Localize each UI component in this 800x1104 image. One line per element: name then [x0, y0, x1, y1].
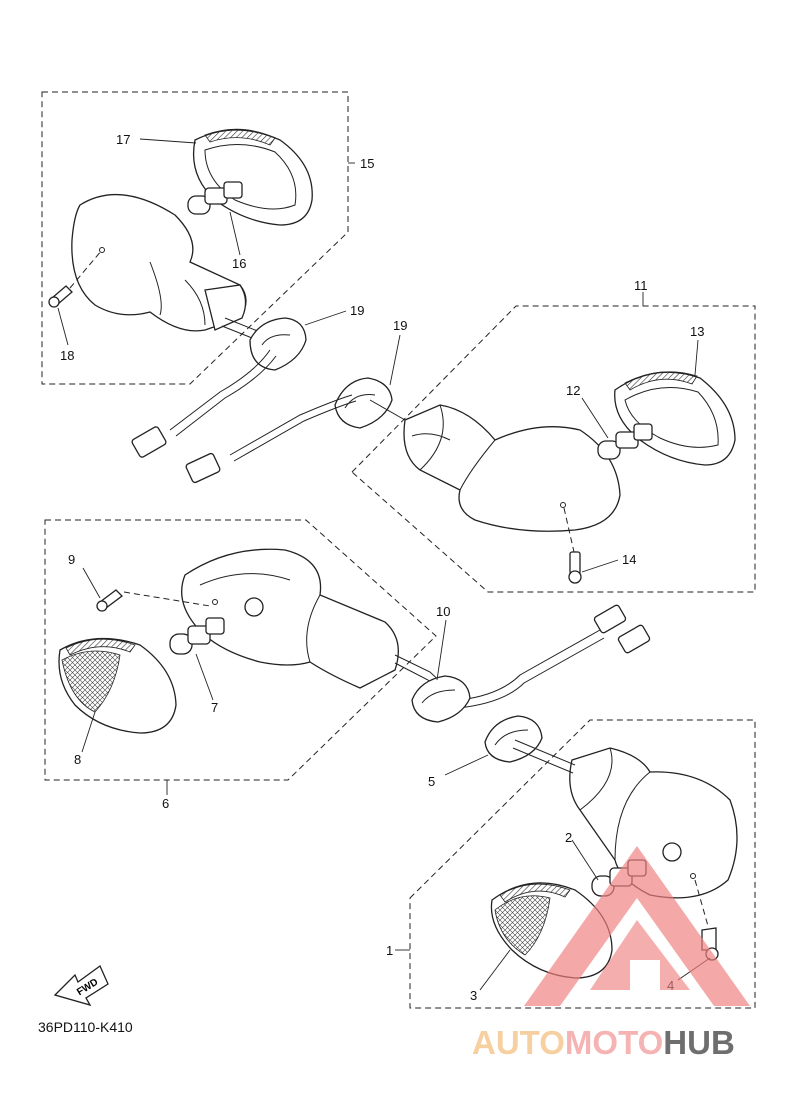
grommet-19-lower[interactable] — [334, 377, 393, 429]
callout-18: 18 — [60, 348, 74, 363]
assembly-1-boundary — [409, 719, 756, 1009]
callout-13: 13 — [690, 324, 704, 339]
callout-1: 1 — [386, 943, 393, 958]
diagram-code: 36PD110-K410 — [38, 1019, 133, 1035]
callout-3: 3 — [470, 988, 477, 1003]
grommet-10[interactable] — [411, 675, 471, 723]
callout-labels: 17 15 16 18 19 19 11 13 12 14 9 10 7 8 6… — [60, 132, 704, 1003]
callout-7: 7 — [211, 700, 218, 715]
socket-15 — [204, 284, 247, 331]
grommet-5[interactable] — [484, 715, 543, 763]
wire-15 — [169, 349, 271, 431]
callout-14: 14 — [622, 552, 636, 567]
fwd-arrow-icon: FWD — [53, 965, 109, 1007]
callout-11: 11 — [634, 278, 648, 293]
watermark-logo: AUTOMOTOHUB — [472, 846, 750, 1061]
callout-19-lower: 19 — [393, 318, 407, 333]
bulb-12[interactable] — [597, 423, 653, 460]
callout-17: 17 — [116, 132, 130, 147]
bulb-16[interactable] — [187, 181, 243, 215]
callout-16: 16 — [232, 256, 246, 271]
flasher-body-11[interactable] — [403, 404, 621, 532]
screw-9[interactable] — [96, 589, 123, 612]
watermark-moto: MOTO — [565, 1024, 663, 1061]
screw-14[interactable] — [568, 551, 582, 584]
watermark-auto: AUTO — [472, 1024, 565, 1061]
assembly-15-group — [41, 91, 349, 458]
callout-8: 8 — [74, 752, 81, 767]
connector-6b[interactable] — [617, 624, 651, 654]
leader-lines — [57, 138, 711, 991]
connector-11[interactable] — [185, 452, 221, 484]
assembly-11-boundary — [351, 305, 756, 593]
flasher-body-1[interactable] — [569, 747, 738, 899]
assembly-11-group — [185, 305, 756, 593]
callout-19-upper: 19 — [350, 303, 364, 318]
watermark-triangle-icon — [524, 846, 750, 1006]
callout-12: 12 — [566, 383, 580, 398]
bulb-7[interactable] — [169, 617, 225, 655]
screw-18[interactable] — [48, 285, 73, 308]
callout-6: 6 — [162, 796, 169, 811]
grommet-19-upper[interactable] — [249, 317, 307, 371]
wire-1 — [514, 739, 576, 766]
connector-6a[interactable] — [593, 604, 627, 634]
callout-10: 10 — [436, 604, 450, 619]
lens-17[interactable] — [192, 129, 313, 226]
callout-9: 9 — [68, 552, 75, 567]
flasher-body-15[interactable] — [71, 194, 247, 332]
assembly-6-group — [44, 519, 651, 781]
connector-15[interactable] — [131, 426, 167, 458]
svg-text:AUTOMOTOHUB: AUTOMOTOHUB — [472, 1024, 735, 1061]
watermark-hub: HUB — [663, 1024, 735, 1061]
callout-2: 2 — [565, 830, 572, 845]
wire-11 — [369, 399, 406, 421]
callout-5: 5 — [428, 774, 435, 789]
assembly-1-group — [409, 715, 756, 1009]
assembly-15-boundary — [41, 91, 349, 385]
callout-15: 15 — [360, 156, 374, 171]
